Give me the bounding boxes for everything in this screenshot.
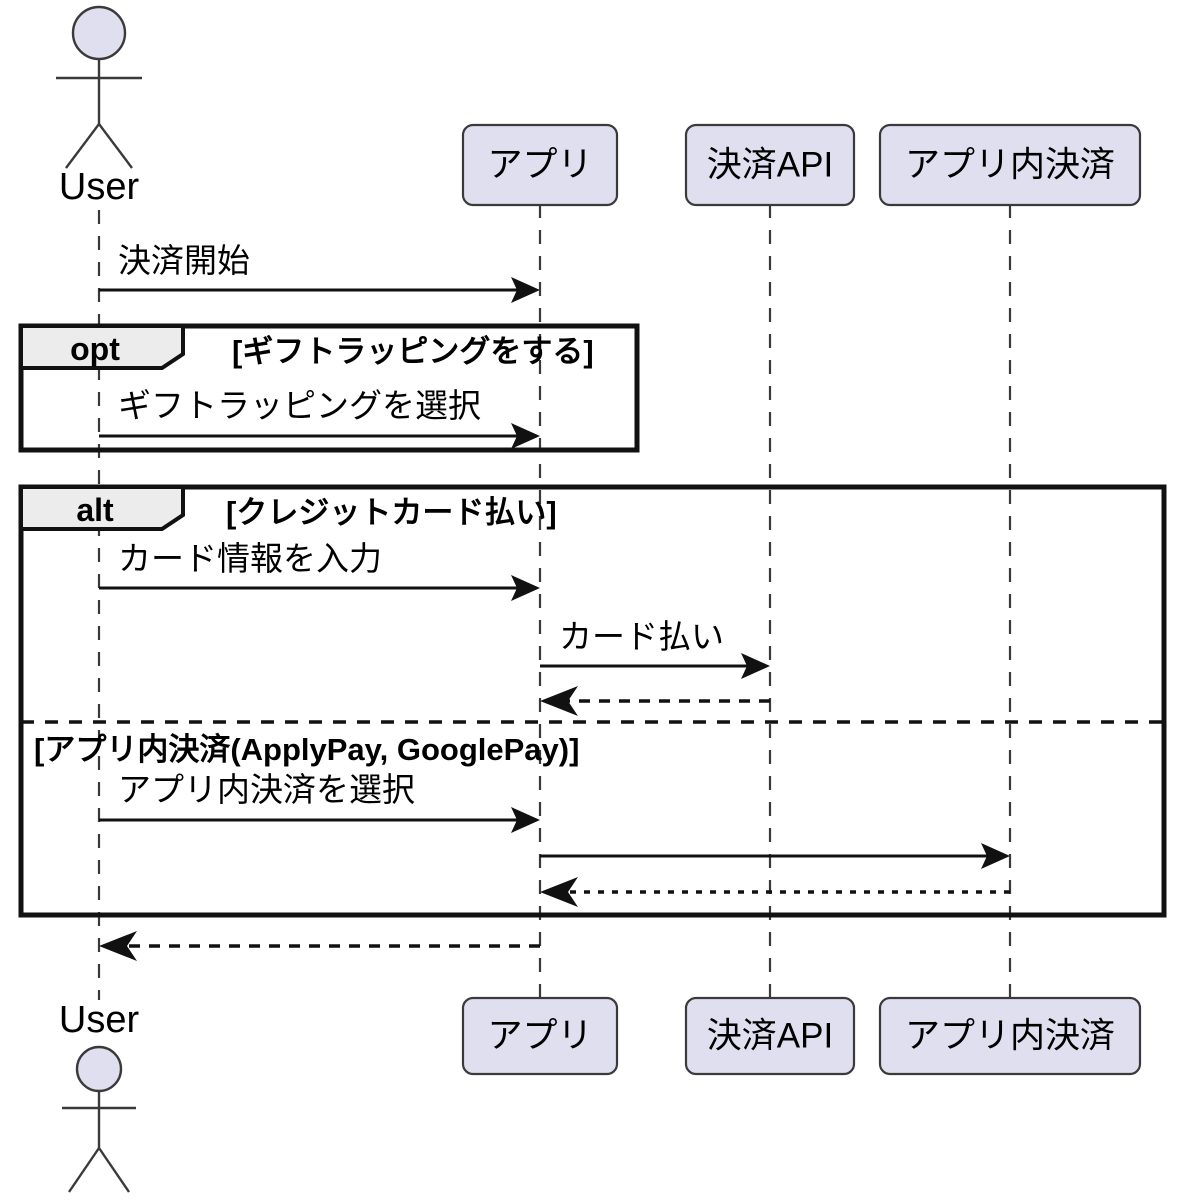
fragment-opt[interactable]: opt [ギフトラッピングをする] ギフトラッピングを選択 xyxy=(18,323,640,453)
participant-box-app-top xyxy=(461,123,619,207)
message-label-enter-card-info: カード情報を入力 xyxy=(118,540,382,577)
participant-payapi-bottom[interactable]: 決済API xyxy=(684,996,856,1076)
arrowhead-select-gift-wrapping xyxy=(511,423,540,449)
actor-right-leg-line-bottom xyxy=(98,1147,130,1193)
fragment-alt-divider: [アプリ内決済(ApplyPay, GooglePay)] xyxy=(21,720,1164,767)
message-label-select-inapp-payment: アプリ内決済を選択 xyxy=(118,771,415,808)
actor-right-leg-line xyxy=(98,123,133,169)
fragment-alt[interactable]: alt [クレジットカード払い] カード情報を入力 カード払い xyxy=(18,484,1167,918)
message-app-to-inapp[interactable] xyxy=(540,843,1010,869)
fragment-opt-tab xyxy=(19,324,185,370)
message-label-card-payment: カード払い xyxy=(559,618,724,655)
actor-left-leg-line xyxy=(65,123,100,169)
actor-head-icon xyxy=(71,5,127,61)
participant-box-inapp-bottom xyxy=(878,996,1142,1076)
fragment-alt-tab xyxy=(19,485,185,531)
actor-label-user-bottom: User xyxy=(59,999,140,1041)
message-label-payment-start: 決済開始 xyxy=(118,242,250,279)
arrowhead-select-inapp-payment xyxy=(511,807,540,833)
arrowhead-app-to-inapp xyxy=(981,843,1010,869)
fragment-alt-else-guard-label: [アプリ内決済(ApplyPay, GooglePay)] xyxy=(34,732,579,767)
fragment-alt-operator-label: alt xyxy=(76,492,114,528)
participant-label-app-top: アプリ xyxy=(487,145,592,184)
participant-inapp-top[interactable]: アプリ内決済 xyxy=(878,123,1142,207)
participant-label-inapp-top: アプリ内決済 xyxy=(905,145,1115,184)
participant-app-bottom[interactable]: アプリ xyxy=(461,996,619,1076)
arrowhead-card-payment-return xyxy=(540,686,578,716)
fragment-alt-border xyxy=(18,484,1167,918)
participant-label-payapi-bottom: 決済API xyxy=(707,1016,833,1055)
participant-label-inapp-bottom: アプリ内決済 xyxy=(905,1016,1115,1055)
message-app-to-user-return[interactable] xyxy=(99,931,540,961)
message-select-gift-wrapping[interactable]: ギフトラッピングを選択 xyxy=(99,387,540,449)
arrowhead-card-payment xyxy=(741,653,770,679)
arrowhead-payment-start xyxy=(511,277,540,303)
actor-head-icon-bottom xyxy=(75,1045,123,1093)
arrowhead-enter-card-info xyxy=(511,575,540,601)
participant-box-app-bottom xyxy=(461,996,619,1076)
participant-label-app-bottom: アプリ xyxy=(487,1016,592,1055)
lifelines-group xyxy=(97,204,1012,1000)
participant-payapi-top[interactable]: 決済API xyxy=(684,123,856,207)
fragment-opt-operator-label: opt xyxy=(70,331,120,367)
message-card-payment-return[interactable] xyxy=(540,686,770,716)
message-payment-start[interactable]: 決済開始 xyxy=(99,242,540,303)
participant-app-top[interactable]: アプリ xyxy=(461,123,619,207)
fragment-opt-guard-label: [ギフトラッピングをする] xyxy=(232,334,594,369)
participant-label-payapi-top: 決済API xyxy=(707,145,833,184)
message-select-inapp-payment[interactable]: アプリ内決済を選択 xyxy=(99,771,540,833)
message-label-select-gift-wrapping: ギフトラッピングを選択 xyxy=(118,387,481,424)
participant-box-payapi-top xyxy=(684,123,856,207)
arrowhead-app-to-user-return xyxy=(99,931,137,961)
arrowhead-inapp-to-app-return xyxy=(540,877,578,907)
participant-box-inapp-top xyxy=(878,123,1142,207)
fragment-alt-guard-label: [クレジットカード払い] xyxy=(226,495,557,530)
message-enter-card-info[interactable]: カード情報を入力 xyxy=(99,540,540,601)
actor-left-leg-line-bottom xyxy=(68,1147,100,1193)
actor-label-user-top: User xyxy=(59,166,140,208)
message-card-payment[interactable]: カード払い xyxy=(540,618,770,679)
actor-user-top[interactable]: User xyxy=(56,5,142,208)
fragment-opt-border xyxy=(18,323,640,453)
message-inapp-to-app-return[interactable] xyxy=(540,877,1010,907)
participant-inapp-bottom[interactable]: アプリ内決済 xyxy=(878,996,1142,1076)
participant-box-payapi-bottom xyxy=(684,996,856,1076)
actor-user-bottom[interactable]: User xyxy=(59,999,140,1193)
